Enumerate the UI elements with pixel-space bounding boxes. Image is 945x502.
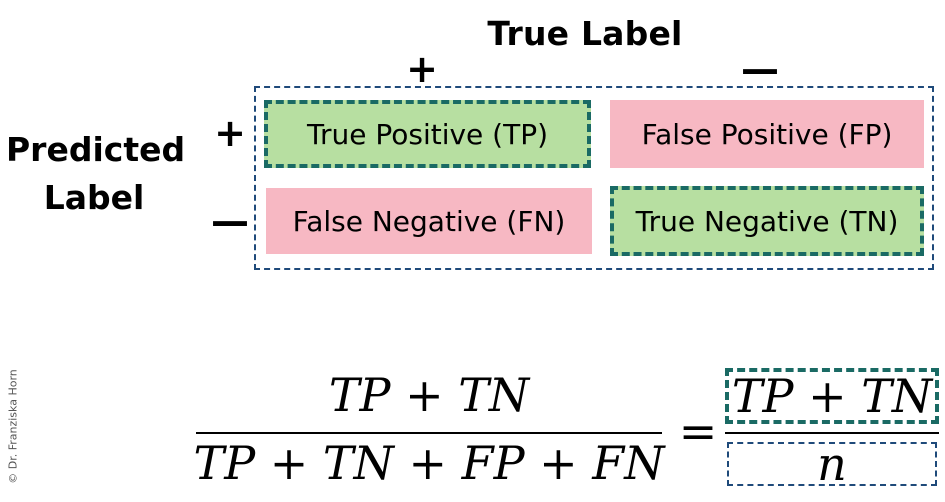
formula-rhs-fraction-line [725,432,939,434]
formula-rhs-denominator: n [817,437,847,491]
predicted-label-title: Predicted Label [6,126,186,222]
formula-rhs-numerator: TP + TN [731,369,933,423]
true-label-minus: — [741,47,779,91]
true-label-plus: + [406,47,438,91]
formula-equals: = [678,404,718,458]
formula-numerator: TP + TN [328,368,530,422]
cell-false-negative: False Negative (FN) [266,188,592,254]
formula-rhs-numerator-box: TP + TN [725,368,939,424]
cell-false-positive: False Positive (FP) [610,100,924,168]
copyright-text: © Dr. Franziska Horn [6,369,20,484]
cell-true-positive: True Positive (TP) [264,100,591,168]
predicted-label-line2: Label [43,178,145,217]
confusion-matrix [254,86,934,270]
predicted-label-line1: Predicted [6,130,186,169]
formula-denominator: TP + TN + FP + FN [193,436,665,490]
formula-rhs-denominator-box: n [727,437,937,491]
predicted-label-plus: + [214,111,246,155]
true-label-title: True Label [487,14,683,53]
formula-fraction-line [196,432,662,434]
predicted-label-minus: — [211,199,249,243]
cell-true-negative: True Negative (TN) [610,186,924,256]
